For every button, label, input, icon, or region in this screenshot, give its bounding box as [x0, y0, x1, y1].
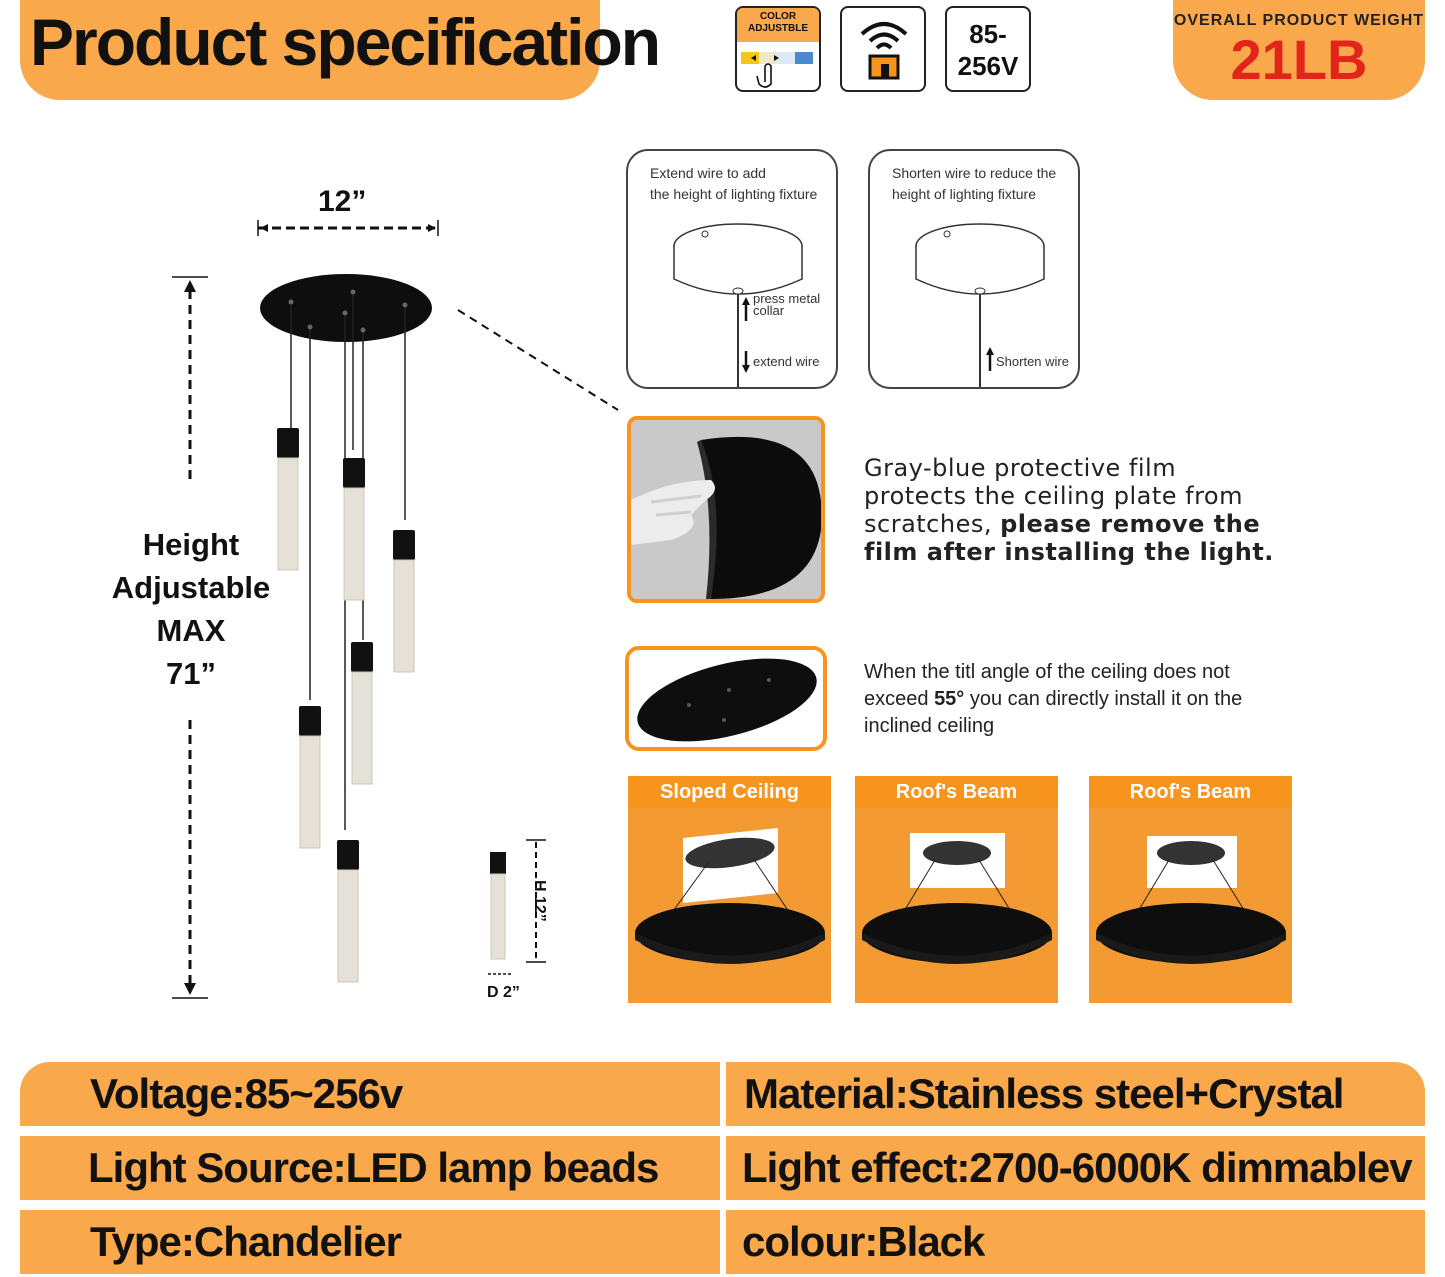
spec-type: Type:Chandelier: [20, 1210, 720, 1274]
spec-colour: colour:Black: [726, 1210, 1425, 1274]
extend-note-press: press metal: [753, 291, 821, 306]
weight-banner: OVERALL PRODUCT WEIGHT 21LB: [1173, 0, 1425, 100]
color-adjustable-icon: COLOR ADJUSTBLE: [735, 6, 821, 92]
roofs-beam-illustration: [1096, 836, 1286, 964]
tilt-line3: inclined ceiling: [864, 715, 995, 737]
color-label-line2: ADJUSTBLE: [747, 23, 808, 34]
tilt-line2-bold: 55°: [934, 688, 965, 710]
install-option-roofs-beam: Roof's Beam: [855, 776, 1058, 1003]
height-line-2: Adjustable: [111, 570, 271, 605]
film-line1: Gray-blue protective film: [864, 454, 1177, 482]
pendant-height-label: H 12”: [531, 880, 548, 922]
extend-wire-card: Extend wire to add the height of lightin…: [626, 149, 838, 389]
height-line-4: 71”: [166, 656, 216, 691]
width-dimension: 12”: [318, 185, 367, 218]
film-line4-bold: film after installing the light.: [864, 538, 1274, 566]
height-adjustable-label: Height Adjustable MAX 71”: [100, 523, 282, 695]
install-option-roofs-beam-2: Roof's Beam: [1089, 776, 1292, 1003]
protective-film-photo: [627, 416, 825, 603]
shorten-wire-card: Shorten wire to reduce the height of lig…: [868, 149, 1080, 389]
tilt-line2-pre: exceed: [864, 688, 935, 710]
spec-material: Material:Stainless steel+Crystal: [726, 1062, 1425, 1126]
shorten-card-line2: height of lighting fixture: [892, 186, 1036, 202]
height-line-1: Height: [142, 527, 240, 562]
film-line3-plain: scratches,: [864, 510, 1001, 538]
title-banner: [20, 0, 600, 100]
tilted-canopy-photo: [625, 646, 827, 751]
voltage-badge-line2: 256V: [957, 51, 1019, 81]
tilt-line1: When the titl angle of the ceiling does …: [864, 661, 1230, 683]
weight-label: OVERALL PRODUCT WEIGHT: [1173, 12, 1425, 29]
height-line-3: MAX: [156, 613, 226, 648]
spec-light-source: Light Source:LED lamp beads: [20, 1136, 720, 1200]
spec-table: Voltage:85~256v Material:Stainless steel…: [20, 1062, 1425, 1277]
film-line3-bold: please remove the: [1000, 510, 1261, 538]
roofs-beam-illustration: [862, 833, 1052, 964]
film-line2: protects the ceiling plate from: [864, 482, 1243, 510]
color-label-line1: COLOR: [759, 11, 797, 22]
page-title: Product specification: [30, 5, 661, 79]
wifi-remote-icon: [840, 6, 926, 92]
install-option-label: Roof's Beam: [1089, 776, 1292, 809]
weight-value: 21LB: [1230, 28, 1368, 91]
shorten-note-wire: Shorten wire: [996, 354, 1069, 369]
extend-note-collar: collar: [753, 303, 785, 318]
extend-wire-diagram: [673, 223, 803, 387]
spec-light-effect: Light effect:2700-6000K dimmablev: [726, 1136, 1425, 1200]
chandelier-diagram: [172, 220, 619, 999]
install-option-sloped-ceiling: Sloped Ceiling: [628, 776, 831, 1003]
sloped-ceiling-illustration: [635, 828, 825, 964]
shorten-card-line1: Shorten wire to reduce the: [892, 165, 1057, 181]
extend-card-line1: Extend wire to add: [650, 165, 766, 181]
extend-card-line2: the height of lighting fixture: [650, 186, 818, 202]
install-option-label: Sloped Ceiling: [628, 776, 831, 809]
protective-film-note: Gray-blue protective film protects the c…: [864, 454, 1424, 566]
pendant-diameter-label: D 2”: [487, 984, 520, 1001]
install-option-label: Roof's Beam: [855, 776, 1058, 809]
spec-voltage: Voltage:85~256v: [20, 1062, 720, 1126]
tilt-line2-post: you can directly install it on the: [964, 688, 1243, 710]
tilt-note: When the titl angle of the ceiling does …: [864, 659, 1424, 740]
voltage-badge-line1: 85-: [969, 19, 1007, 49]
voltage-badge: 85- 256V: [945, 6, 1031, 92]
shorten-wire-diagram: [915, 223, 1045, 387]
extend-note-wire: extend wire: [753, 354, 820, 369]
